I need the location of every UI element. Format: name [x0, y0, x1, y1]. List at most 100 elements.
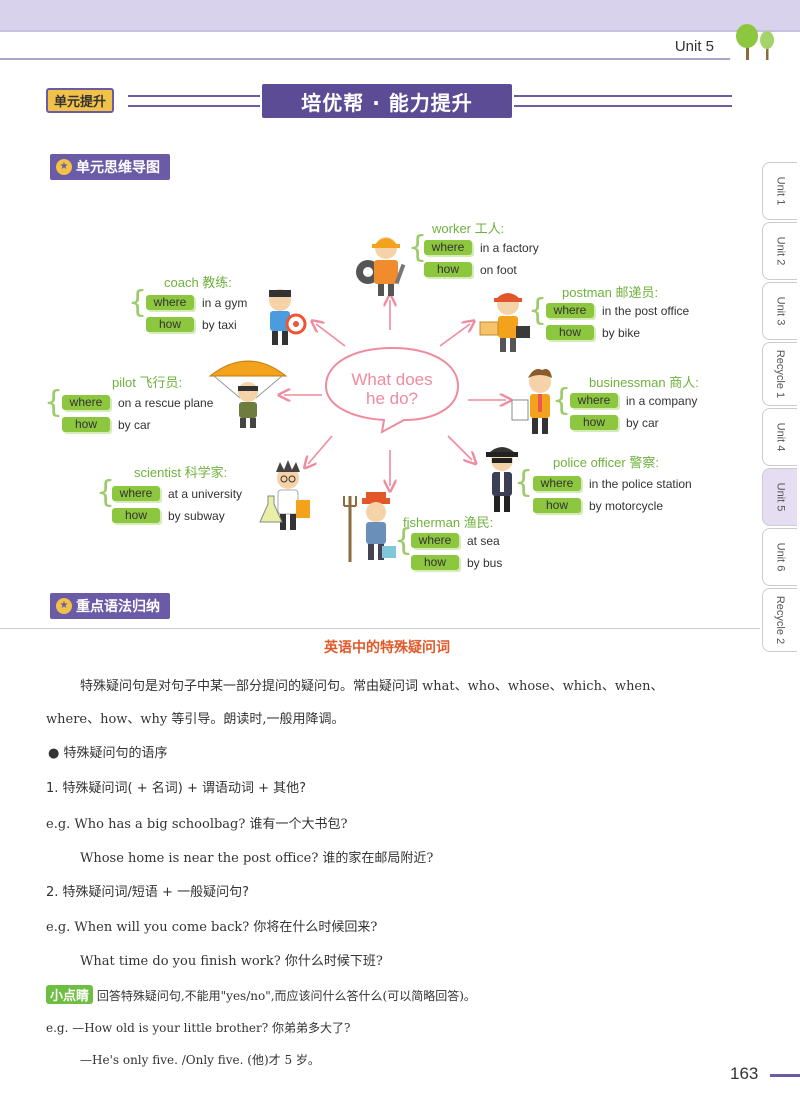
how-pill: how: [411, 555, 459, 570]
tab-label: Unit 1: [774, 176, 786, 206]
tab-recycle-1[interactable]: Recycle 1: [762, 342, 797, 406]
mindmap-heading: ★ 单元思维导图: [50, 154, 170, 180]
tab-unit-5[interactable]: Unit 5: [762, 468, 797, 526]
brace: {: [514, 465, 534, 500]
postman-how: by bike: [602, 325, 641, 340]
businessman-where: in a company: [626, 393, 698, 408]
tip-badge: 小点睛: [46, 985, 94, 1004]
pilot-how-row: how by car: [62, 417, 151, 432]
where-pill: where: [146, 295, 194, 310]
arrows: [0, 200, 760, 590]
where-pill: where: [424, 240, 472, 255]
postman-where: in the post office: [602, 303, 690, 318]
rule-2: 2. 特殊疑问词/短语 + 一般疑问句?: [46, 885, 249, 900]
police-title: police officer 警察:: [553, 455, 659, 470]
how-pill: how: [146, 317, 194, 332]
pilot-where-row: where on a rescue plane: [62, 395, 213, 410]
where-pill: where: [546, 303, 594, 318]
where-pill: where: [570, 393, 618, 408]
tab-unit-3[interactable]: Unit 3: [762, 282, 797, 340]
scientist-title: scientist 科学家:: [134, 465, 228, 480]
tab-unit-1[interactable]: Unit 1: [762, 162, 797, 220]
brace: {: [528, 293, 548, 328]
tab-recycle-2[interactable]: Recycle 2: [762, 588, 797, 652]
header-rule: [0, 58, 730, 60]
where-pill: where: [411, 533, 459, 548]
star-icon: ★: [56, 159, 72, 175]
where-pill: where: [62, 395, 110, 410]
worker-where: in a factory: [480, 240, 539, 255]
scientist-how: by subway: [168, 508, 225, 523]
police-how: by motorcycle: [589, 498, 664, 513]
worker-how: on foot: [480, 262, 517, 277]
businessman-where-row: where in a company: [570, 393, 697, 408]
brace: {: [96, 475, 116, 510]
fisherman-how: by bus: [467, 555, 503, 570]
word-order-bullet: ● 特殊疑问句的语序: [48, 746, 168, 761]
tip-line: 小点睛 回答特殊疑问句,不能用"yes/no",而应该问什么答什么(可以简略回答…: [46, 985, 476, 1004]
postman-figure: [479, 293, 530, 352]
intro-line-1: 特殊疑问句是对句子中某一部分提问的疑问句。常由疑问词 what、who、whos…: [80, 679, 664, 694]
brace: {: [44, 385, 64, 420]
how-pill: how: [533, 498, 581, 513]
worker-title: worker 工人:: [432, 221, 505, 236]
coach-title: coach 教练:: [164, 275, 232, 290]
grammar-heading-text: 重点语法归纳: [76, 599, 160, 615]
top-band: [0, 0, 800, 30]
how-pill: how: [62, 417, 110, 432]
tab-unit-6[interactable]: Unit 6: [762, 528, 797, 586]
tab-unit-2[interactable]: Unit 2: [762, 222, 797, 280]
fisherman-title: fisherman 渔民:: [403, 515, 494, 530]
tab-label: Recycle 1: [774, 349, 787, 399]
intro-line-2: where、how、why 等引导。朗读时,一般用降调。: [46, 712, 345, 727]
center-question: What does he do?: [322, 370, 462, 408]
section-banner: 培优帮 · 能力提升: [262, 84, 512, 118]
unit-label: Unit 5: [674, 38, 714, 55]
section-badge: 单元提升: [46, 88, 115, 113]
grammar-title: 英语中的特殊疑问词: [324, 640, 450, 656]
brace: {: [394, 523, 414, 558]
side-tabs: Unit 1 Unit 2 Unit 3 Recycle 1 Unit 4 Un…: [762, 162, 798, 654]
how-pill: how: [424, 262, 472, 277]
tab-unit-4[interactable]: Unit 4: [762, 408, 797, 466]
page-number: 163: [730, 1064, 759, 1083]
coach-figure: [269, 289, 307, 345]
example-2a: e.g. When will you come back? 你将在什么时候回来?: [46, 920, 378, 935]
brace: {: [408, 230, 428, 265]
brace: {: [128, 285, 148, 320]
tab-label: Unit 5: [774, 482, 786, 512]
police-figure: [486, 447, 518, 512]
fisherman-figure: [343, 492, 396, 562]
mind-map: What does he do? worker 工人: { where in a …: [0, 200, 760, 590]
pilot-title: pilot 飞行员:: [112, 375, 183, 390]
where-pill: where: [112, 486, 160, 501]
tab-label: Unit 6: [774, 542, 786, 572]
scientist-figure: [259, 460, 310, 530]
postman-title: postman 邮递员:: [562, 285, 659, 300]
center-line-2: he do?: [366, 389, 418, 408]
grammar-divider: [0, 628, 760, 629]
tree-icon: [736, 24, 774, 60]
center-line-1: What does: [351, 370, 433, 389]
tab-label: Unit 3: [774, 296, 786, 326]
page-number-bar: [770, 1074, 800, 1077]
how-pill: how: [546, 325, 594, 340]
mindmap-heading-text: 单元思维导图: [76, 160, 160, 176]
pilot-how: by car: [118, 417, 151, 432]
worker-figure: [356, 237, 406, 296]
how-pill: how: [570, 415, 618, 430]
banner-lines-left: [128, 95, 260, 107]
postman-how-row: how by bike: [546, 325, 640, 340]
grammar-heading: ★ 重点语法归纳: [50, 593, 170, 619]
pilot-where: on a rescue plane: [118, 395, 214, 410]
fisherman-how-row: how by bus: [411, 555, 502, 570]
rule-1: 1. 特殊疑问词( + 名词) + 谓语动词 + 其他?: [46, 781, 307, 796]
example-3b: —He's only five. /Only five. (他)才 5 岁。: [80, 1053, 320, 1067]
where-pill: where: [533, 476, 581, 491]
businessman-figure: [511, 369, 552, 434]
